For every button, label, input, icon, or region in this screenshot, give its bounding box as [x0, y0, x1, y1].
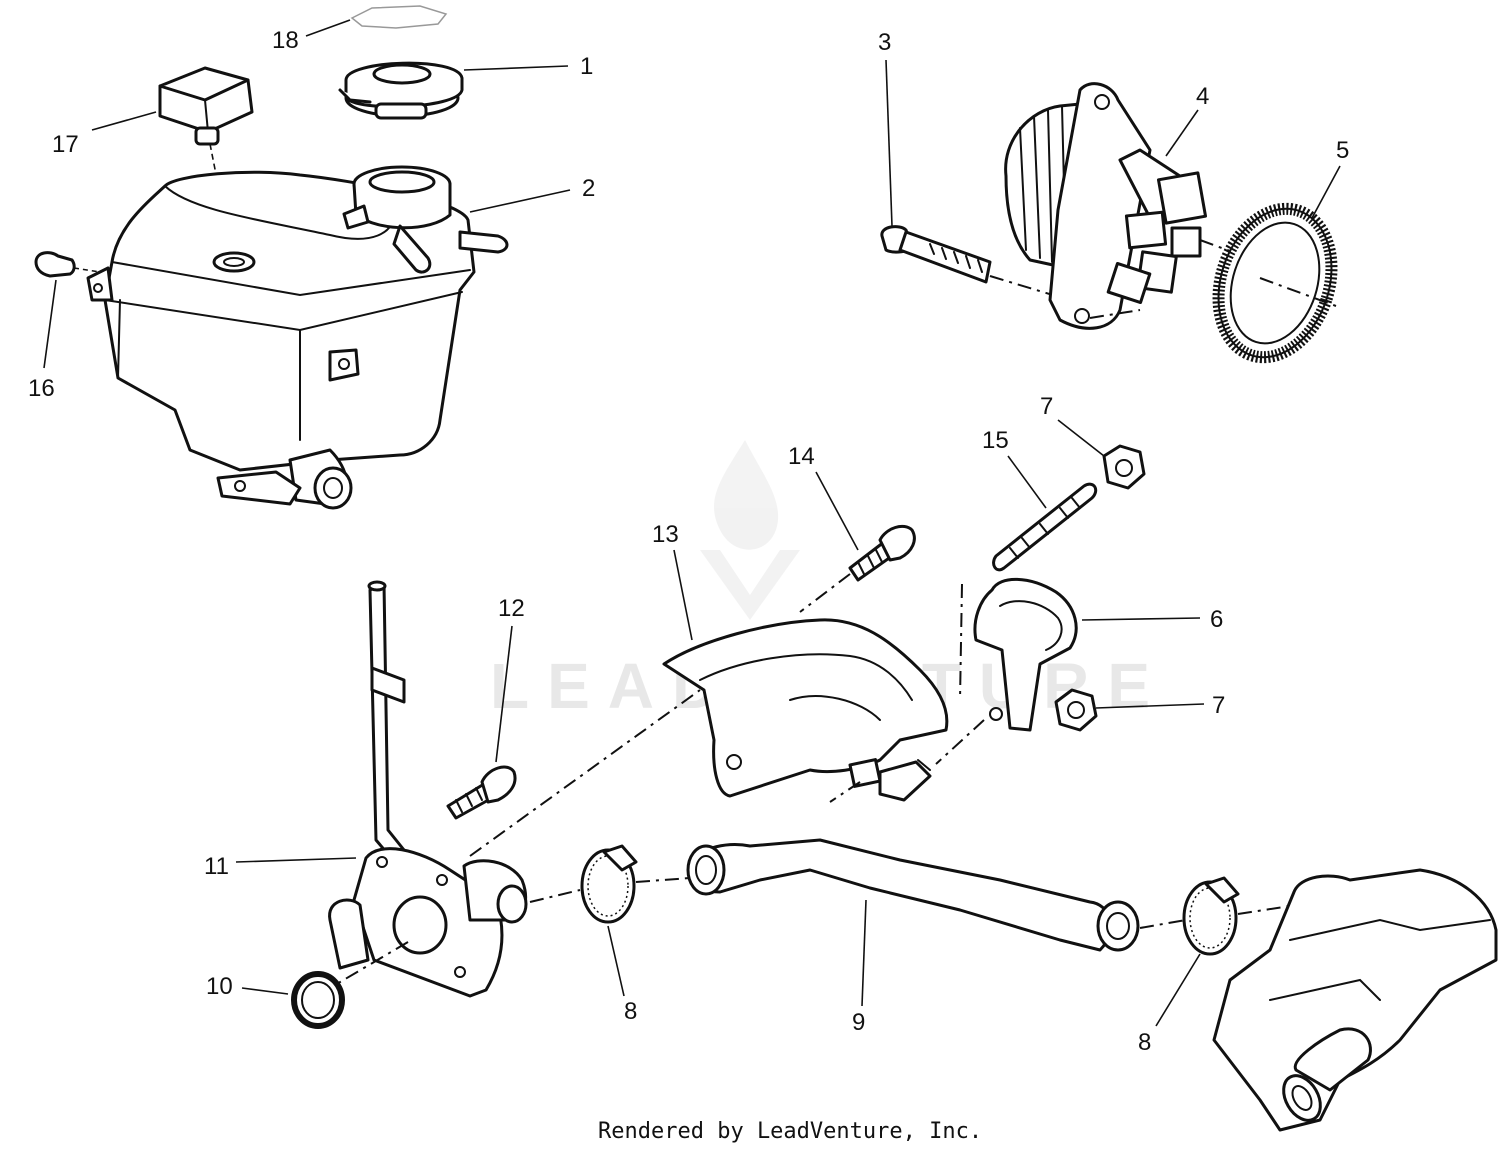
callout-13: 13 [652, 521, 679, 548]
callout-6: 6 [1210, 606, 1223, 633]
part-1-radiator-cap [338, 61, 464, 120]
engine-housing [1212, 868, 1498, 1132]
callout-16: 16 [28, 375, 55, 402]
callout-14: 14 [788, 443, 815, 470]
part-14-bolt [799, 524, 916, 613]
callout-11: 11 [204, 853, 229, 880]
part-3-bolt [880, 225, 1057, 297]
callout-17: 17 [52, 131, 79, 158]
callout-2: 2 [582, 175, 595, 202]
part-18-gasket [350, 5, 448, 29]
watermark-logo-icon [700, 440, 800, 620]
part-13-cover-bracket [662, 618, 949, 803]
part-7-nut-lower [1054, 688, 1098, 732]
part-8-hose-clamp-left [580, 844, 691, 924]
callout-5: 5 [1336, 137, 1349, 164]
callout-labels: 18 1 17 2 16 3 4 5 7 15 14 13 12 6 7 11 … [28, 27, 1349, 1056]
leader-lines [43, 19, 1341, 1027]
callout-8-left: 8 [624, 998, 637, 1025]
part-8-hose-clamp-right [1182, 876, 1291, 956]
callout-3: 3 [878, 29, 891, 56]
part-5-pump-gasket [1212, 202, 1338, 364]
callout-12: 12 [498, 595, 525, 622]
part-4-water-pump [1004, 82, 1261, 330]
part-6-clamp-bracket [935, 577, 1078, 765]
part-9-hose [686, 838, 1187, 952]
part-7-nut-upper [1102, 444, 1146, 490]
part-17-filler-cap [158, 66, 254, 246]
footer-credit: Rendered by LeadVenture, Inc. [598, 1119, 982, 1144]
callout-9: 9 [852, 1009, 865, 1036]
part-2-expansion-tank [86, 165, 509, 510]
callout-10: 10 [206, 973, 233, 1000]
callout-7-upper: 7 [1040, 393, 1053, 420]
callout-18: 18 [272, 27, 299, 54]
part-15-stud [992, 482, 1098, 572]
callout-4: 4 [1196, 83, 1209, 110]
part-16-screw [34, 251, 101, 278]
part-11-fitting [328, 580, 701, 998]
callout-15: 15 [982, 427, 1009, 454]
callout-1: 1 [580, 53, 593, 80]
callout-7-lower: 7 [1212, 692, 1225, 719]
part-10-o-ring [291, 971, 345, 1029]
callout-8-right: 8 [1138, 1029, 1151, 1056]
part-12-bolt [446, 765, 517, 820]
